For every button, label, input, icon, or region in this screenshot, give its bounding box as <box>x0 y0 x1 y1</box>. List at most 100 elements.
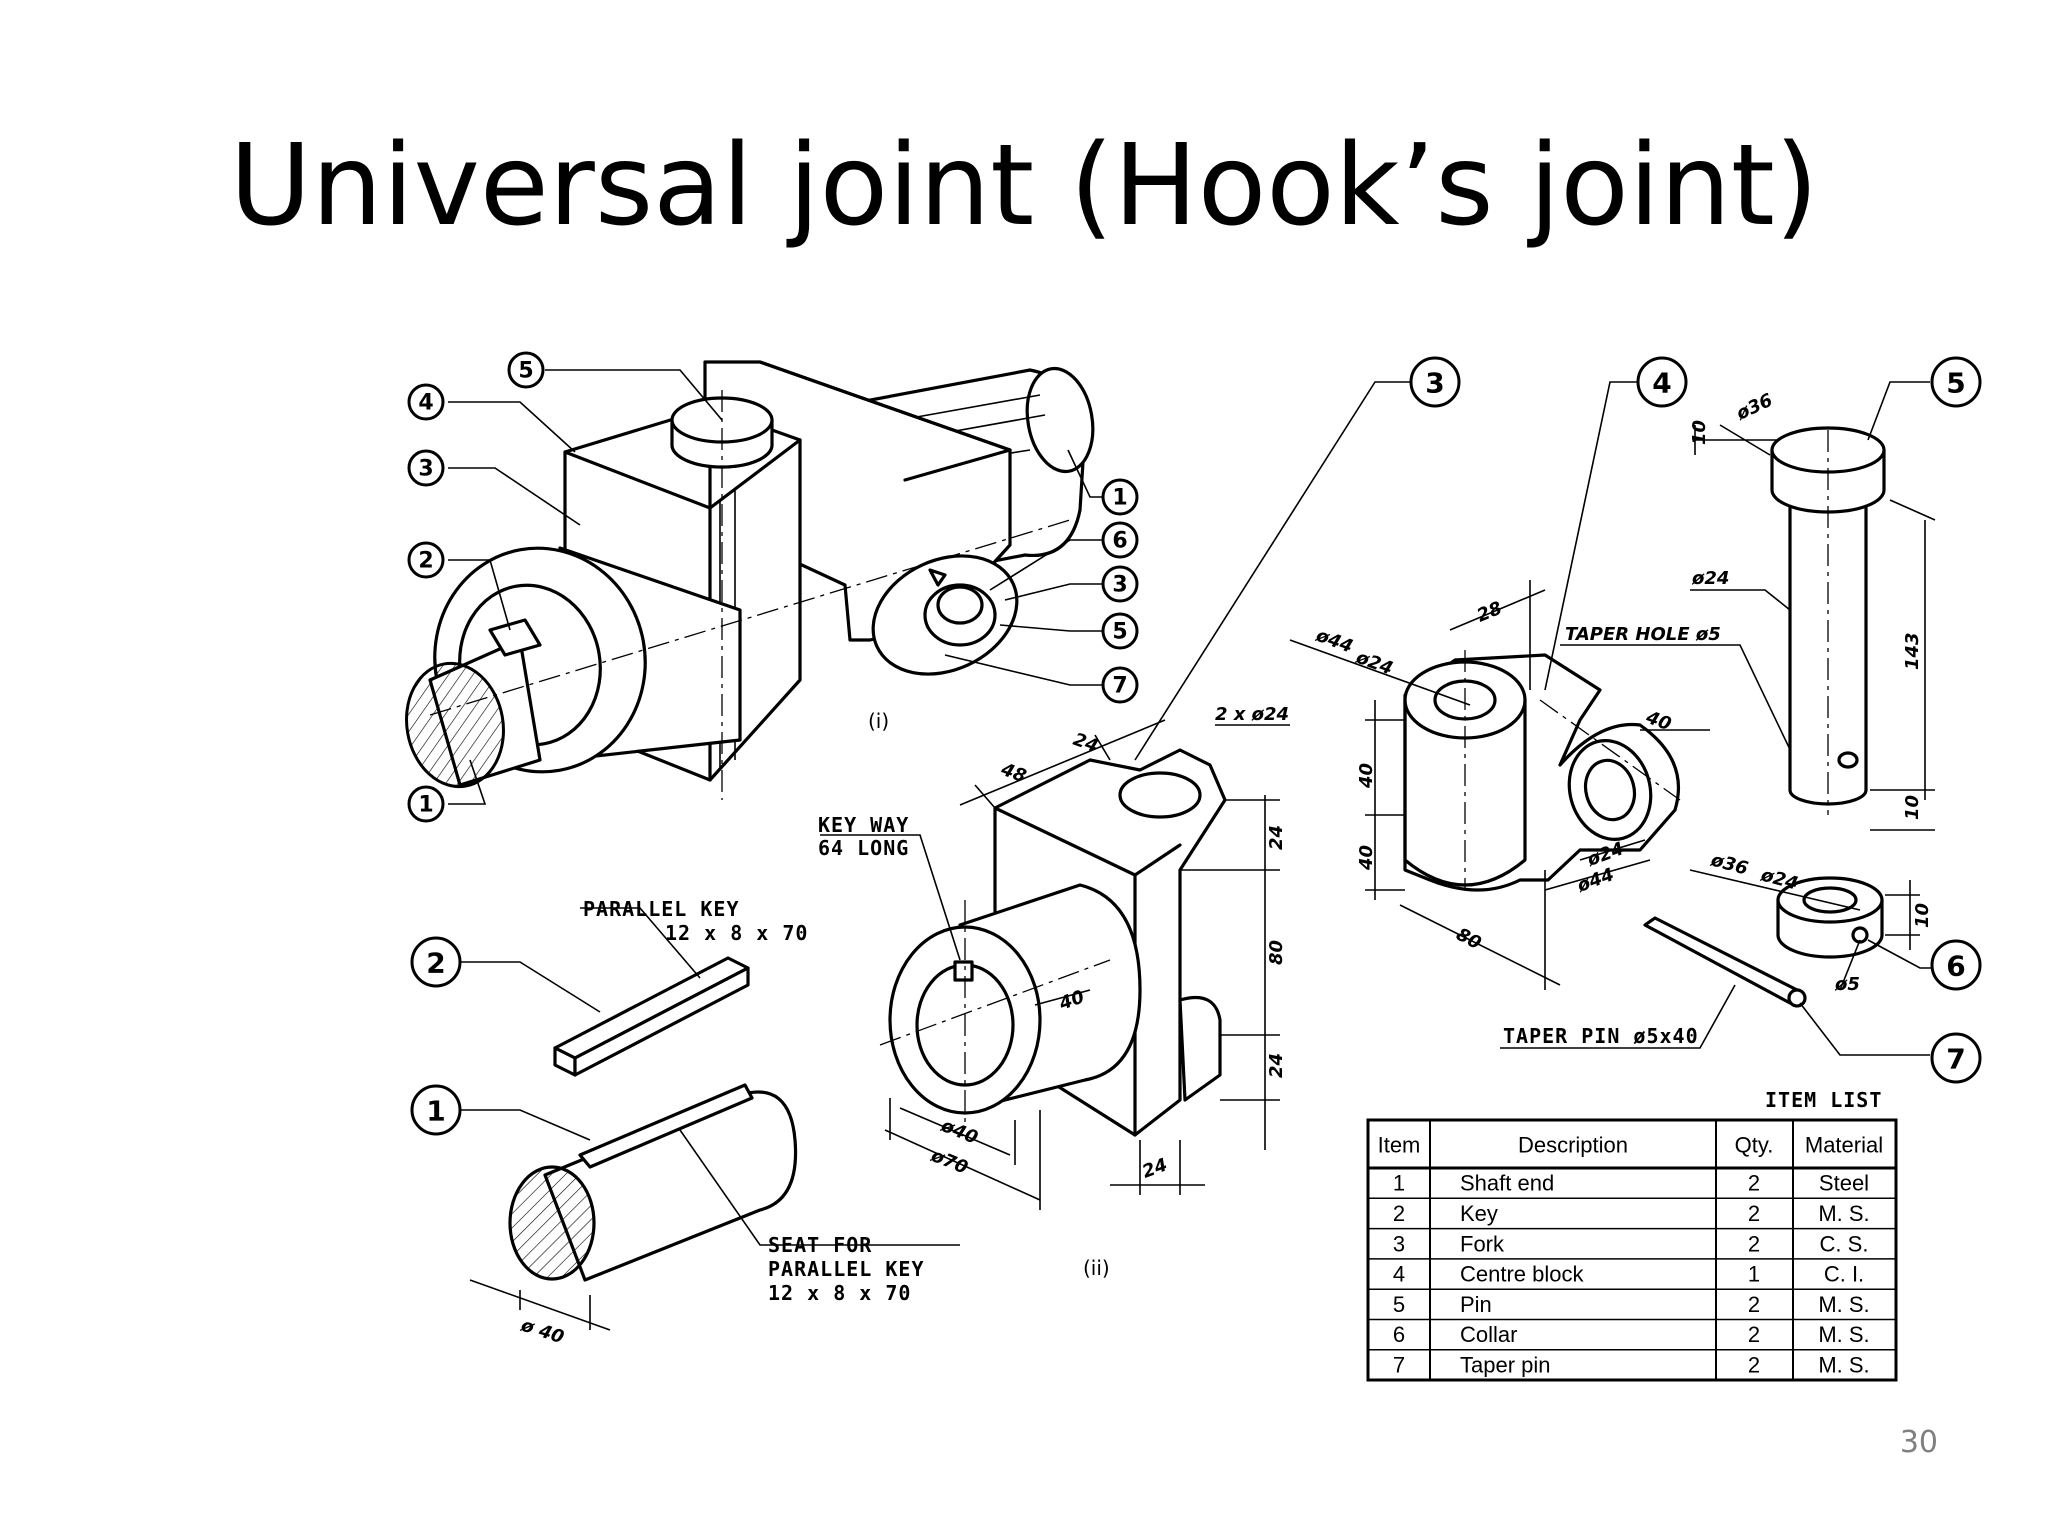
callout-2-assembly: 2 <box>407 541 445 579</box>
svg-text:1: 1 <box>426 1095 445 1128</box>
shaft-dia-dim: ø 40 <box>518 1314 567 1348</box>
callout-5-assembly: 5 <box>507 351 545 389</box>
taper-pin-part: TAPER PIN ø5x40 <box>1500 916 1930 1056</box>
item-list-header: Item Description Qty. Material <box>1378 1133 1884 1158</box>
collar-5-dim: ø5 <box>1834 974 1860 995</box>
svg-text:3: 3 <box>1112 573 1127 598</box>
fork-24-bottom-dim: 24 <box>1140 1154 1171 1182</box>
item-list-title: ITEM LIST <box>1765 1088 1882 1112</box>
block-24-dim: ø24 <box>1352 647 1395 680</box>
table-cell-description: Pin <box>1460 1292 1492 1317</box>
pin-24-dim: ø24 <box>1691 568 1729 589</box>
assembly-view: (i) <box>405 360 1095 800</box>
svg-text:6: 6 <box>1946 950 1965 983</box>
table-cell-description: Centre block <box>1460 1262 1585 1287</box>
svg-text:5: 5 <box>1946 367 1965 400</box>
table-cell-qty: 2 <box>1748 1231 1760 1256</box>
svg-text:3: 3 <box>418 457 433 482</box>
parallel-key-size: 12 x 8 x 70 <box>665 921 808 945</box>
svg-text:7: 7 <box>1112 674 1127 699</box>
table-cell-qty: 2 <box>1748 1201 1760 1226</box>
fork-24-top-dim: 24 <box>1070 729 1101 757</box>
table-cell-material: Steel <box>1819 1171 1869 1196</box>
collar-24-dim: ø24 <box>1758 864 1801 894</box>
header-qty: Qty. <box>1735 1133 1774 1158</box>
parallel-key-note: PARALLEL KEY <box>583 897 740 921</box>
slide-title: Universal joint (Hook’s joint) <box>229 121 1819 251</box>
table-cell-qty: 2 <box>1748 1322 1760 1347</box>
block-44b-dim: ø44 <box>1574 864 1617 897</box>
svg-text:7: 7 <box>1946 1043 1965 1076</box>
fork-bore-dim: ø40 <box>937 1115 980 1149</box>
callout-6-collar: 6 <box>1930 939 1982 991</box>
fork-24-lower-dim: 24 <box>1266 1053 1287 1078</box>
callout-7-assembly: 7 <box>1101 666 1139 704</box>
callout-6-assembly: 6 <box>1101 521 1139 559</box>
callout-4-assembly: 4 <box>407 383 445 421</box>
table-cell-material: C. I. <box>1824 1262 1864 1287</box>
svg-text:5: 5 <box>1112 620 1127 645</box>
fork-boss-dim: ø70 <box>927 1145 970 1179</box>
callout-1-assembly-right: 1 <box>1101 478 1139 516</box>
callout-1-shaft: 1 <box>410 1084 462 1136</box>
seat-note-2: PARALLEL KEY <box>768 1257 925 1281</box>
table-cell-material: C. S. <box>1820 1231 1869 1256</box>
callouts: 5 4 3 2 1 1 6 3 5 7 2 1 3 4 5 6 7 <box>407 351 1982 1136</box>
pin-10b-dim: 10 <box>1902 795 1923 820</box>
table-cell-qty: 2 <box>1748 1292 1760 1317</box>
assembly-leaders <box>448 369 1105 805</box>
block-28-dim: 28 <box>1474 598 1505 627</box>
svg-text:3: 3 <box>1425 367 1444 400</box>
callout-3-assembly-right: 3 <box>1101 565 1139 603</box>
two-holes-note: 2 x ø24 <box>1215 704 1289 725</box>
table-cell-material: M. S. <box>1818 1201 1869 1226</box>
block-44-dim: ø44 <box>1312 625 1355 658</box>
taper-pin-note: TAPER PIN ø5x40 <box>1503 1024 1699 1048</box>
table-cell-material: M. S. <box>1818 1352 1869 1377</box>
table-cell-qty: 2 <box>1748 1352 1760 1377</box>
table-cell-qty: 2 <box>1748 1171 1760 1196</box>
svg-text:1: 1 <box>418 793 433 818</box>
seat-note-1: SEAT FOR <box>768 1233 872 1257</box>
header-material: Material <box>1805 1133 1883 1158</box>
header-description: Description <box>1518 1133 1628 1158</box>
svg-text:6: 6 <box>1112 529 1127 554</box>
collar-10-dim: 10 <box>1912 903 1933 928</box>
svg-text:4: 4 <box>418 391 433 416</box>
fork-part: 48 24 2 x ø24 24 80 24 24 40 ø40 ø70 KEY… <box>818 381 1410 1210</box>
shaft-end-part: ø 40 SEAT FOR PARALLEL KEY 12 x 8 x 70 (… <box>460 1083 1110 1348</box>
table-cell-item: 3 <box>1393 1231 1405 1256</box>
assembly-view-label: (i) <box>868 709 889 733</box>
table-cell-description: Collar <box>1460 1322 1517 1347</box>
svg-text:1: 1 <box>1112 486 1127 511</box>
table-cell-description: Taper pin <box>1460 1352 1551 1377</box>
table-cell-item: 2 <box>1393 1201 1405 1226</box>
table-cell-description: Fork <box>1460 1231 1505 1256</box>
svg-text:4: 4 <box>1652 367 1671 400</box>
table-cell-item: 7 <box>1393 1352 1405 1377</box>
table-cell-item: 5 <box>1393 1292 1405 1317</box>
taper-hole-note: TAPER HOLE ø5 <box>1565 624 1721 645</box>
pin-part: 10 ø36 ø24 143 10 <box>1689 381 1936 831</box>
table-cell-material: M. S. <box>1818 1322 1869 1347</box>
pin-36-dim: ø36 <box>1732 390 1776 425</box>
fork-80-dim: 80 <box>1266 940 1287 965</box>
table-cell-item: 4 <box>1393 1262 1405 1287</box>
block-80-dim: 80 <box>1453 924 1485 954</box>
details-view-label: (ii) <box>1083 1256 1110 1280</box>
callout-5-pin: 5 <box>1930 356 1982 408</box>
callout-3-assembly: 3 <box>407 449 445 487</box>
seat-size: 12 x 8 x 70 <box>768 1281 911 1305</box>
centre-block-part: ø44 ø24 28 40 40 40 80 ø24 ø44 TAPER HOL… <box>1289 381 1796 990</box>
svg-text:2: 2 <box>418 549 433 574</box>
svg-text:5: 5 <box>518 359 533 384</box>
callout-4-block: 4 <box>1636 356 1688 408</box>
svg-text:2: 2 <box>426 947 445 980</box>
callout-1-assembly: 1 <box>407 785 445 823</box>
table-cell-material: M. S. <box>1818 1292 1869 1317</box>
header-item: Item <box>1378 1133 1421 1158</box>
pin-143-dim: 143 <box>1902 632 1923 670</box>
fork-48-dim: 48 <box>997 759 1029 788</box>
callout-5-assembly-right: 5 <box>1101 612 1139 650</box>
